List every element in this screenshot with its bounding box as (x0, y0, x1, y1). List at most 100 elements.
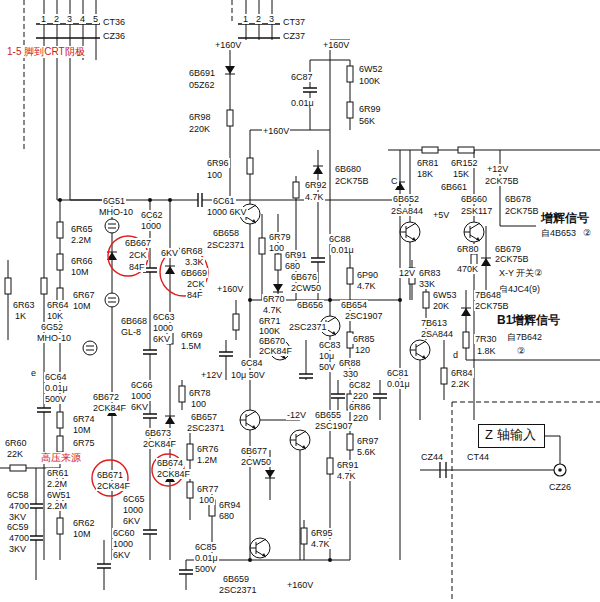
part-label: 6R68 (180, 246, 204, 256)
capacitor-symbol (331, 394, 345, 398)
dashed-boundary (24, 0, 600, 602)
part-label: 6B652 (392, 194, 420, 204)
diode-symbol (313, 166, 323, 174)
part-label: 7B648 (474, 290, 502, 300)
part-label: 2CK84F (156, 469, 191, 479)
part-label: C (390, 176, 399, 186)
coax-connector (558, 468, 562, 472)
part-label: 220K (188, 124, 211, 134)
resistor-symbol (5, 278, 11, 294)
part-label: 470K (456, 264, 479, 274)
part-label: 84F (186, 290, 204, 300)
part-label: 4.7K (304, 192, 325, 202)
junction-dot (328, 558, 332, 562)
part-label: 6R94 (218, 500, 242, 510)
resistor-symbol (187, 444, 193, 460)
part-label: 6C60 (112, 528, 136, 538)
resistor-symbol (57, 518, 63, 534)
resistor-symbol (227, 110, 233, 126)
part-label: 10K (46, 311, 64, 321)
part-label: 6R91 (336, 460, 360, 470)
part-label: 6P90 (356, 270, 379, 280)
part-label: 6R71 (258, 316, 282, 326)
part-label: 100K (258, 326, 281, 336)
part-label: 6B656 (296, 300, 324, 310)
part-label: 6C81 (386, 368, 410, 378)
junction-dot (248, 298, 252, 302)
junction-dot (148, 198, 152, 202)
junction-dot (328, 298, 332, 302)
input-box: Z 轴输入 (478, 424, 545, 448)
part-label: 6C58 (6, 490, 30, 500)
part-label: 10M (72, 301, 92, 311)
part-label: 6R78 (188, 388, 212, 398)
part-label: 6R67 (72, 290, 96, 300)
junction-dot (168, 198, 172, 202)
part-label: 2SC2371 (186, 423, 226, 433)
zener-symbol (225, 66, 235, 74)
part-label: 05Z62 (188, 80, 216, 90)
part-label: 6C87 (290, 72, 314, 82)
part-label: 220 (352, 391, 369, 401)
part-label: 6KV (112, 550, 131, 560)
part-label: 1 (242, 14, 249, 24)
part-label: 6R152 (450, 158, 479, 168)
part-label: 6B679 (494, 244, 522, 254)
part-label: 2CK84F (92, 403, 127, 413)
part-label: +160V (286, 580, 314, 590)
part-label: 2.2M (70, 235, 92, 245)
part-label: 6R61 (46, 468, 70, 478)
part-label: 3 (66, 14, 73, 24)
diode-symbol (461, 308, 471, 316)
part-label: 6W53 (432, 290, 458, 300)
part-label: 0.01μ (194, 553, 219, 563)
part-label: 0.01μ (290, 98, 315, 108)
part-label: 6R75 (72, 438, 96, 448)
transistor-symbol (240, 410, 260, 430)
part-label: 6R84 (450, 368, 474, 378)
part-label: 6B655 (314, 410, 342, 420)
part-label: 2CK84F (258, 346, 293, 356)
part-label: 1000 (112, 539, 134, 549)
part-label: 7R30 (474, 334, 498, 344)
part-label: 2SA844 (390, 206, 424, 216)
resistor-symbol (463, 332, 469, 348)
part-label: 6B676 (290, 272, 318, 282)
part-label: 6B657 (190, 412, 218, 422)
transistor-symbol (250, 538, 270, 558)
part-label: 6B669 (180, 268, 208, 278)
part-label: 5.6K (356, 447, 377, 457)
part-label: 6R66 (70, 256, 94, 266)
part-label: 6B654 (340, 300, 368, 310)
part-label: CT36 (102, 17, 126, 27)
transistor-symbol (464, 222, 484, 242)
part-label: +160V (262, 126, 290, 136)
capacitor-symbol (29, 504, 43, 508)
part-label: 6KV (152, 334, 171, 344)
resistor-symbol (441, 368, 447, 384)
part-label: 6C63 (152, 312, 176, 322)
capacitor-symbol (143, 530, 157, 534)
part-label: 3.3K (184, 257, 205, 267)
part-label: 6R91 (284, 250, 308, 260)
part-label: 6W51 (46, 490, 72, 500)
part-label: B1增辉信号 (496, 314, 561, 328)
part-label: 84F (128, 262, 146, 272)
part-label: 自4JC4(9) (498, 284, 541, 294)
part-label: 0.01μ (44, 383, 69, 393)
part-label: 2CK75B (474, 301, 510, 311)
part-label: 6C59 (6, 522, 30, 532)
part-label: 2 (53, 14, 60, 24)
part-label: 2CK (128, 250, 148, 260)
part-label: 680 (284, 261, 301, 271)
potentiometer-symbol (423, 292, 429, 308)
part-label: 6R85 (352, 334, 376, 344)
part-label: 1.5M (180, 341, 202, 351)
part-label: 2.2M (46, 501, 68, 511)
part-label: 2CK75B (484, 176, 520, 186)
part-label: 增辉信号 (540, 212, 590, 226)
part-label: 6B672 (92, 392, 120, 402)
part-label: 6R79 (268, 232, 292, 242)
part-label: 6R76 (196, 444, 220, 454)
part-label: 6R88 (338, 358, 362, 368)
